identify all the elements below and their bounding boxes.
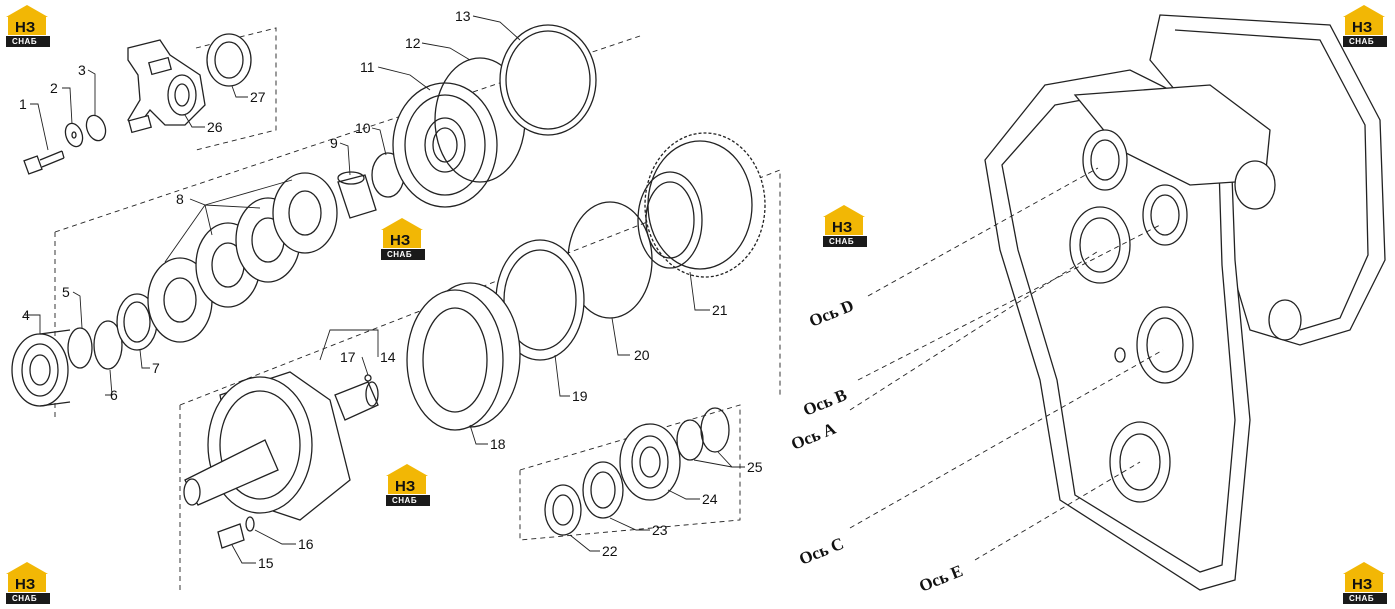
callout-14: 14 (380, 349, 396, 365)
callout-3: 3 (78, 62, 86, 78)
watermark-logo-center-right: НЗ СНАБ (823, 205, 867, 247)
callout-4: 4 (22, 307, 30, 323)
svg-text:НЗ: НЗ (832, 219, 852, 236)
axis-label-b: Ось B (800, 385, 849, 420)
part-ring-25b (700, 407, 730, 453)
part-clutch-drum (183, 371, 379, 521)
callout-numbers: 1 2 3 4 5 6 7 8 9 10 11 12 13 14 15 16 1… (19, 8, 763, 571)
part-washer-23 (582, 461, 624, 519)
transmission-housing (984, 14, 1386, 591)
part-snap-ring (67, 327, 93, 369)
svg-text:СНАБ: СНАБ (829, 237, 854, 246)
callout-22: 22 (602, 543, 618, 559)
svg-text:НЗ: НЗ (15, 19, 35, 36)
callout-20: 20 (634, 347, 650, 363)
part-bushing (337, 171, 377, 219)
callout-8: 8 (176, 191, 184, 207)
callout-24: 24 (702, 491, 718, 507)
part-pin (364, 374, 372, 382)
callout-17: 17 (340, 349, 356, 365)
axis-label-e: Ось E (916, 561, 965, 596)
part-ring (93, 320, 123, 370)
svg-text:СНАБ: СНАБ (387, 250, 412, 259)
callout-16: 16 (298, 536, 314, 552)
watermark-logo-top-right: НЗ СНАБ (1343, 5, 1387, 47)
axis-line-e (974, 461, 1141, 561)
watermark-logo-top-left: НЗ СНАБ (6, 5, 50, 47)
watermark-logo-bottom-left: НЗ СНАБ (6, 562, 50, 604)
callout-1: 1 (19, 96, 27, 112)
svg-text:НЗ: НЗ (15, 576, 35, 593)
callout-26: 26 (207, 119, 223, 135)
svg-text:СНАБ: СНАБ (12, 37, 37, 46)
axis-label-d: Ось D (806, 296, 856, 331)
axis-label-c: Ось C (796, 534, 846, 569)
svg-text:НЗ: НЗ (390, 232, 410, 249)
watermark-logo-bottom-right: НЗ СНАБ (1343, 562, 1387, 604)
part-gear (637, 132, 766, 278)
callout-23: 23 (652, 522, 668, 538)
leader-lines (25, 15, 745, 564)
axis-label-a: Ось A (788, 418, 839, 453)
axis-line-c (849, 349, 1164, 529)
svg-text:НЗ: НЗ (395, 478, 415, 495)
part-washer (64, 122, 84, 148)
part-o-ring-16 (245, 516, 255, 532)
part-plate-13 (499, 24, 597, 136)
callout-2: 2 (50, 80, 58, 96)
part-yoke (127, 39, 206, 134)
callout-25: 25 (747, 459, 763, 475)
part-seal (206, 33, 252, 87)
part-spring-stack (147, 172, 338, 343)
callout-15: 15 (258, 555, 274, 571)
part-o-ring (85, 114, 107, 142)
callout-10: 10 (355, 120, 371, 136)
part-bearing-left (11, 329, 71, 407)
callout-12: 12 (405, 35, 421, 51)
axis-line-d (867, 167, 1099, 297)
watermark-logo-center-lower: НЗ СНАБ (386, 464, 430, 506)
axis-lines (849, 167, 1164, 561)
watermark-logo-center-upper: НЗ СНАБ (381, 218, 425, 260)
part-bolt (23, 150, 65, 175)
callout-5: 5 (62, 284, 70, 300)
callout-19: 19 (572, 388, 588, 404)
svg-text:СНАБ: СНАБ (1349, 37, 1374, 46)
callout-9: 9 (330, 135, 338, 151)
part-ring-25a (676, 419, 704, 461)
callout-27: 27 (250, 89, 266, 105)
axis-line-a (849, 249, 1101, 411)
part-bearing-24 (619, 423, 681, 501)
part-bearing-22 (544, 484, 582, 536)
axis-line-b (857, 224, 1161, 381)
part-plug (217, 523, 245, 549)
svg-text:СНАБ: СНАБ (392, 496, 417, 505)
callout-18: 18 (490, 436, 506, 452)
svg-text:СНАБ: СНАБ (1349, 594, 1374, 603)
callout-11: 11 (360, 59, 375, 75)
callout-13: 13 (455, 8, 471, 24)
part-piston (392, 82, 498, 208)
svg-text:НЗ: НЗ (1352, 576, 1372, 593)
part-clutch-pack (406, 282, 521, 431)
svg-text:СНАБ: СНАБ (12, 594, 37, 603)
callout-7: 7 (152, 360, 160, 376)
callout-21: 21 (712, 302, 728, 318)
axis-labels: Ось D Ось B Ось A Ось C Ось E (788, 296, 965, 596)
svg-text:НЗ: НЗ (1352, 19, 1372, 36)
callout-6: 6 (110, 387, 118, 403)
